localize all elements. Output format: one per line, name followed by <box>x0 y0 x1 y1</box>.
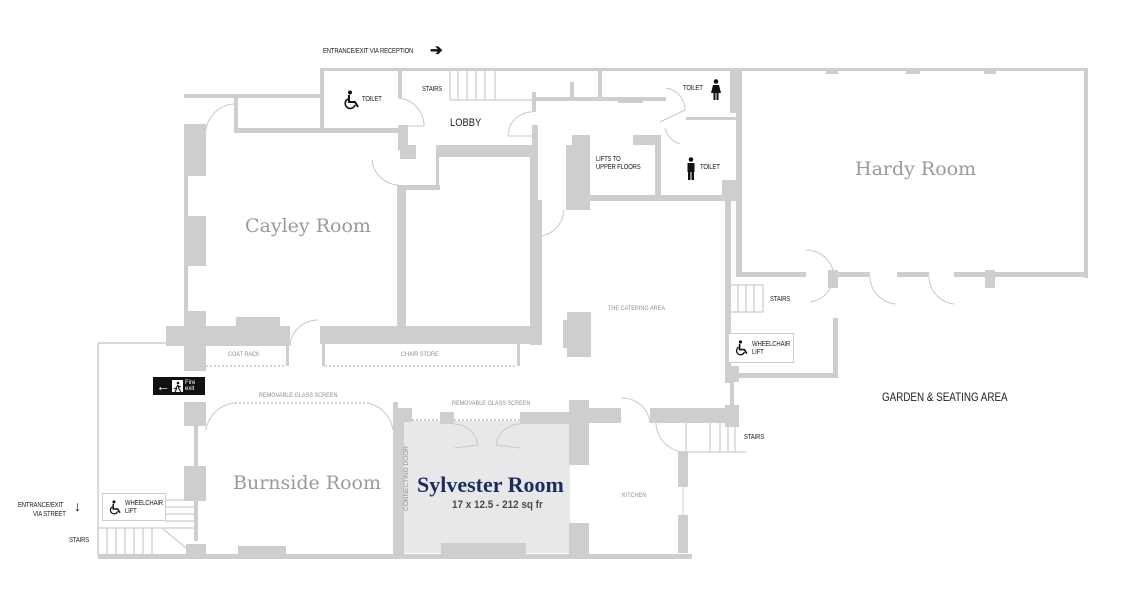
fire-exit-label2: exit <box>185 386 195 392</box>
stairs-left-label: STAIRS <box>69 537 90 544</box>
lifts-label-line2: UPPER FLOORS <box>596 164 641 171</box>
chair-store-label: CHAIR STORE <box>401 351 439 358</box>
wheelchair-icon <box>735 340 748 356</box>
wheelchair-icon <box>344 90 359 110</box>
wheelchair-lift-right-label1: WHEELCHAIR <box>752 341 790 348</box>
sylvester-room-label[interactable]: Sylvester Room <box>417 472 564 497</box>
fire-exit-icon <box>172 380 183 393</box>
male-icon <box>687 157 695 180</box>
lifts-label-line1: LIFTS TO <box>596 156 621 163</box>
toilet-male-label: TOILET <box>700 164 720 171</box>
toilet-accessible-label: TOILET <box>362 96 382 103</box>
wheelchair-lift-left-label2: LIFT <box>125 508 137 515</box>
arrow-down-icon: ↓ <box>74 498 81 514</box>
glass-screen-right-label: REMOVABLE GLASS SCREEN <box>452 400 531 407</box>
kitchen-label: KITCHEN <box>622 492 647 499</box>
toilet-female-label: TOILET <box>683 85 703 92</box>
stairs-right-upper-label: STAIRS <box>770 296 791 303</box>
arrow-right-icon: ➔ <box>430 42 443 59</box>
catering-area-label: THE CATERING AREA <box>608 305 666 312</box>
wheelchair-icon <box>109 499 121 514</box>
fire-exit-label1: Fire <box>185 380 196 386</box>
hardy-room-label[interactable]: Hardy Room <box>855 158 977 180</box>
stairs-right-lower-label: STAIRS <box>744 434 765 441</box>
wheelchair-lift-left: WHEELCHAIR LIFT <box>102 493 166 521</box>
entrance-street-label1: ENTRANCE/EXIT <box>18 502 64 509</box>
coat-rack-label: COAT RACK <box>228 351 260 358</box>
garden-seating-label: GARDEN & SEATING AREA <box>882 390 1008 404</box>
stairs-top-label: STAIRS <box>422 86 443 93</box>
wheelchair-lift-right-label2: LIFT <box>752 349 764 356</box>
wheelchair-lift-right: WHEELCHAIR LIFT <box>728 333 794 363</box>
sylvester-room-area[interactable] <box>403 421 570 553</box>
sylvester-room-dimensions: 17 x 12.5 - 212 sq fr <box>452 499 543 511</box>
burnside-room-label[interactable]: Burnside Room <box>233 472 381 494</box>
entrance-reception-label: ENTRANCE/EXIT VIA RECEPTION <box>323 48 414 55</box>
entrance-street-label2: VIA STREET <box>33 511 66 518</box>
female-icon <box>711 79 721 100</box>
lobby-label: LOBBY <box>450 117 482 129</box>
arrow-left-icon: ← <box>156 378 170 394</box>
connecting-door-label: CONNECTING DOOR <box>403 446 410 511</box>
glass-screen-left-label: REMOVABLE GLASS SCREEN <box>259 392 338 399</box>
wheelchair-lift-left-label1: WHEELCHAIR <box>125 500 163 507</box>
cayley-room-label[interactable]: Cayley Room <box>245 215 371 237</box>
